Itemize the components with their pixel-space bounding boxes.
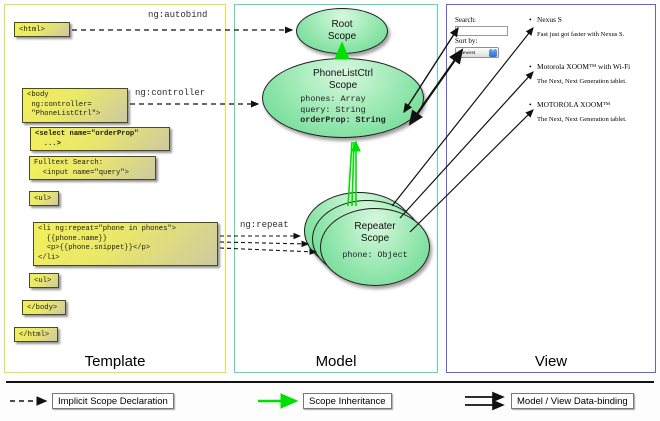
phone-snippet-2: The Next, Next Generation tablet. bbox=[537, 116, 627, 123]
phone-snippet-1: The Next, Next Generation tablet. bbox=[537, 78, 627, 85]
repeater-prop-phone: phone: Object bbox=[342, 250, 408, 260]
panel-view: View bbox=[446, 4, 656, 373]
code-box-select-orderprop: <select name="orderProp" ...> bbox=[30, 127, 170, 151]
repeater-scope-title-line-2: Scope bbox=[360, 232, 390, 244]
panel-template-title: Template bbox=[84, 353, 146, 370]
legend-label-model-view-data-binding: Model / View Data-binding bbox=[511, 393, 634, 409]
panel-model-title: Model bbox=[315, 353, 357, 370]
panel-template: Template bbox=[4, 4, 226, 373]
code-box-ul-open: <ul> bbox=[29, 191, 59, 206]
code-box-fulltext-search: Fulltext Search: <input name="query"> bbox=[29, 156, 156, 180]
code-box-body-open: <body ng:controller= "PhoneListCtrl"> bbox=[22, 88, 128, 123]
code-box-html-open: <html> bbox=[14, 22, 70, 37]
code-box-ul-close: <ul> bbox=[29, 273, 59, 288]
search-input[interactable] bbox=[455, 26, 508, 36]
phonelistctrl-scope: PhoneListCtrl Scope phones: Array query:… bbox=[262, 58, 424, 138]
phone-name-1: Motorola XOOM™ with Wi-Fi bbox=[529, 62, 630, 71]
panel-view-title: View bbox=[534, 353, 568, 370]
phonelistctrl-scope-title-line-2: Scope bbox=[328, 79, 358, 91]
repeater-scope: Repeater Scope phone: Object bbox=[320, 208, 430, 286]
repeater-scope-title-line-1: Repeater bbox=[354, 221, 396, 232]
code-box-html-close: </html> bbox=[14, 327, 58, 342]
phone-snippet-0: Fast just got faster with Nexus S. bbox=[537, 31, 625, 38]
code-box-body-close: </body> bbox=[22, 300, 66, 315]
sort-by-select[interactable]: Newest ▾ bbox=[455, 47, 499, 58]
edge-label-ng-repeat: ng:repeat bbox=[240, 220, 289, 230]
phone-name-0: Nexus S bbox=[529, 15, 562, 24]
root-scope: Root Scope bbox=[296, 8, 388, 54]
legend-label-scope-inheritance: Scope Inheritance bbox=[303, 393, 392, 409]
phonelistctrl-scope-title-line-1: PhoneListCtrl bbox=[312, 68, 374, 79]
chevron-down-icon: ▾ bbox=[489, 48, 497, 57]
phone-name-2: MOTOROLA XOOM™ bbox=[529, 100, 610, 109]
edge-label-ng-controller: ng:controller bbox=[135, 88, 206, 98]
code-box-li-ngrepeat: <li ng:repeat="phone in phones"> {{phone… bbox=[33, 222, 218, 266]
phonelistctrl-prop-query: query: String bbox=[300, 104, 366, 115]
legend-divider bbox=[6, 381, 654, 383]
phonelistctrl-prop-phones: phones: Array bbox=[300, 94, 366, 104]
phonelistctrl-prop-orderprop: orderProp: String bbox=[300, 115, 386, 125]
root-scope-title-line-1: Root bbox=[331, 19, 353, 30]
sort-by-label: Sort by: bbox=[455, 37, 478, 45]
edge-label-ng-autobind: ng:autobind bbox=[148, 10, 208, 20]
sort-by-selected-value: Newest bbox=[459, 50, 476, 56]
legend-label-implicit-scope-declaration: Implicit Scope Declaration bbox=[52, 393, 174, 409]
root-scope-title-line-2: Scope bbox=[327, 30, 357, 42]
search-label: Search: bbox=[455, 16, 476, 24]
